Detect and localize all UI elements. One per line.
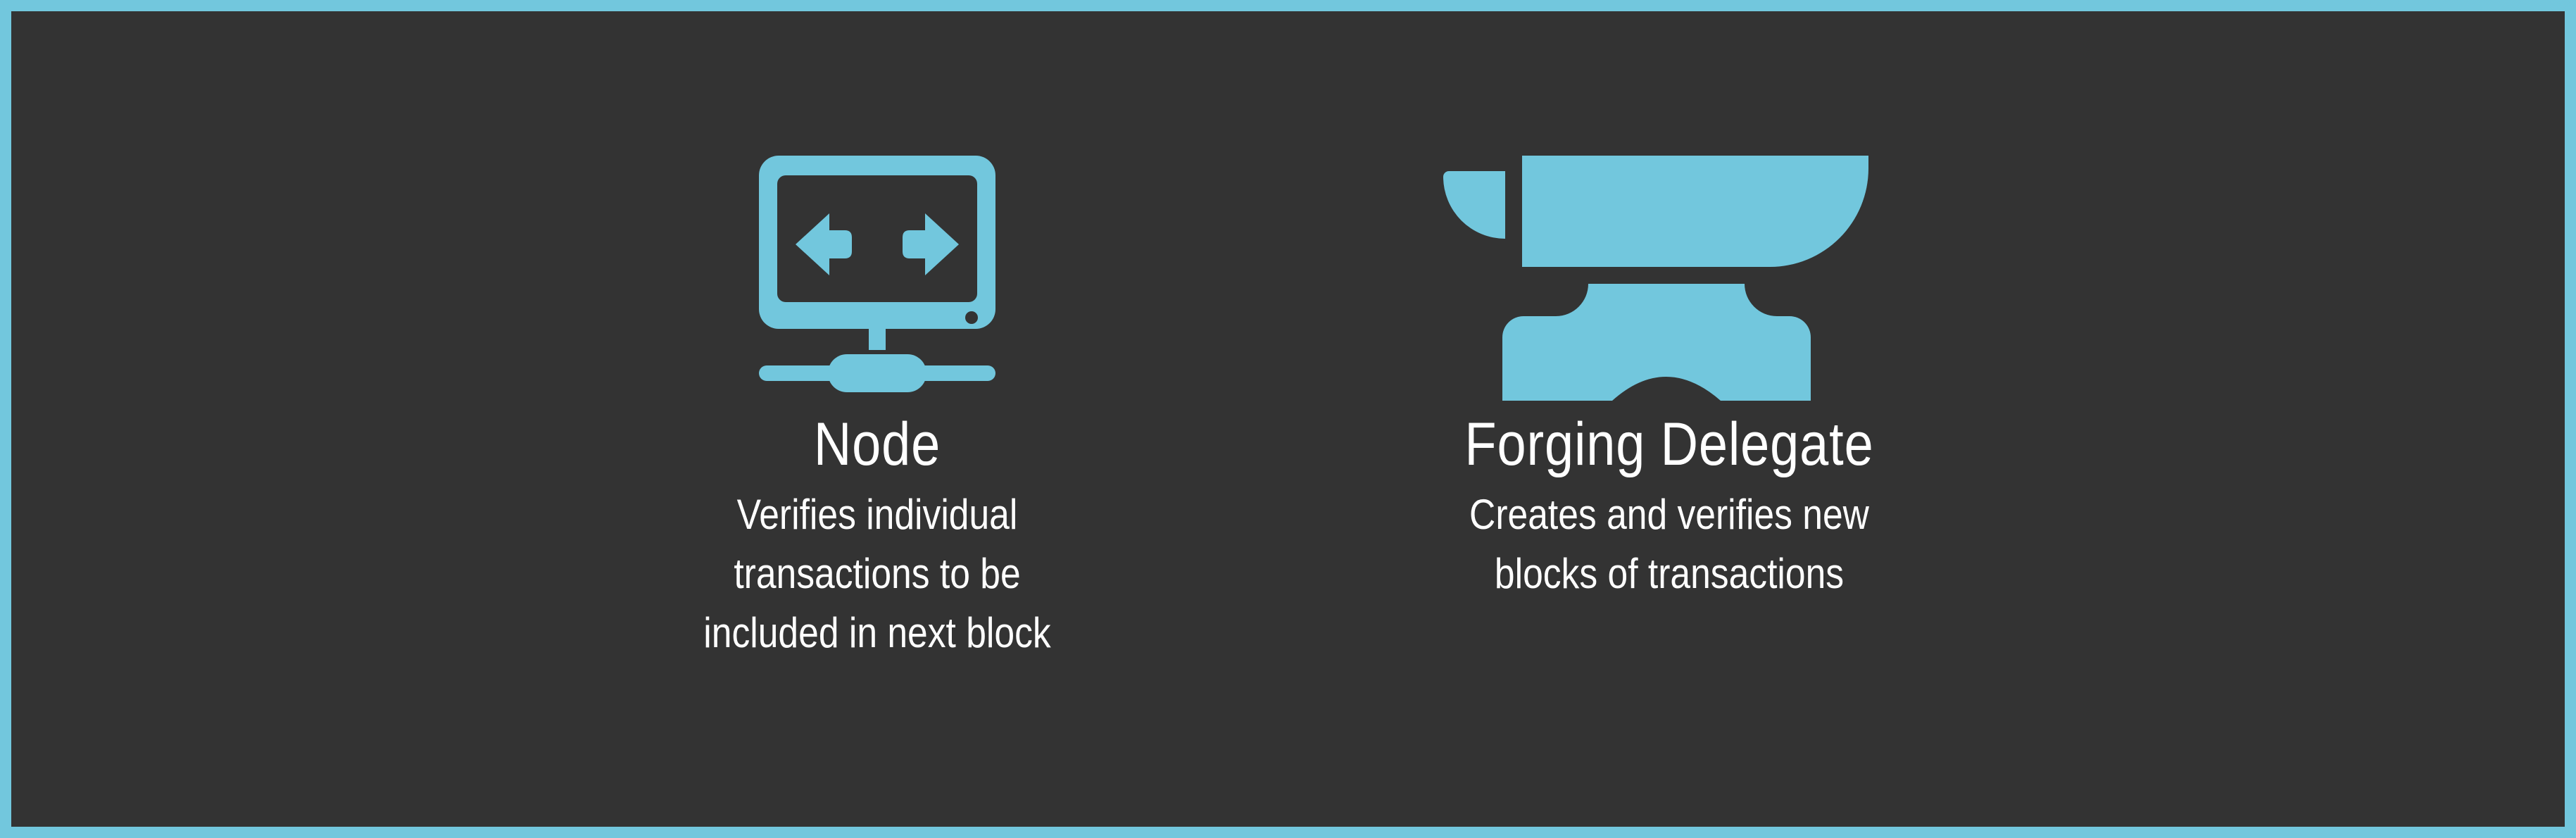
node-card: Node Verifies individual transactions to… [666, 149, 1088, 663]
node-description: Verifies individual transactions to be i… [696, 485, 1059, 663]
anvil-icon [1443, 156, 1868, 401]
forging-delegate-description-line: Creates and verifies new [1469, 491, 1869, 538]
monitor-network-icon [759, 156, 995, 392]
forging-delegate-card: Forging Delegate Creates and verifies ne… [1384, 149, 1954, 604]
forging-delegate-description: Creates and verifies new blocks of trans… [1424, 485, 1915, 604]
forging-delegate-title: Forging Delegate [1464, 411, 1874, 478]
forging-delegate-description-line: blocks of transactions [1494, 550, 1845, 597]
node-title: Node [813, 411, 941, 478]
node-description-line: Verifies individual [736, 491, 1018, 538]
node-description-line: included in next block [703, 609, 1051, 656]
node-description-line: transactions to be [734, 550, 1021, 597]
